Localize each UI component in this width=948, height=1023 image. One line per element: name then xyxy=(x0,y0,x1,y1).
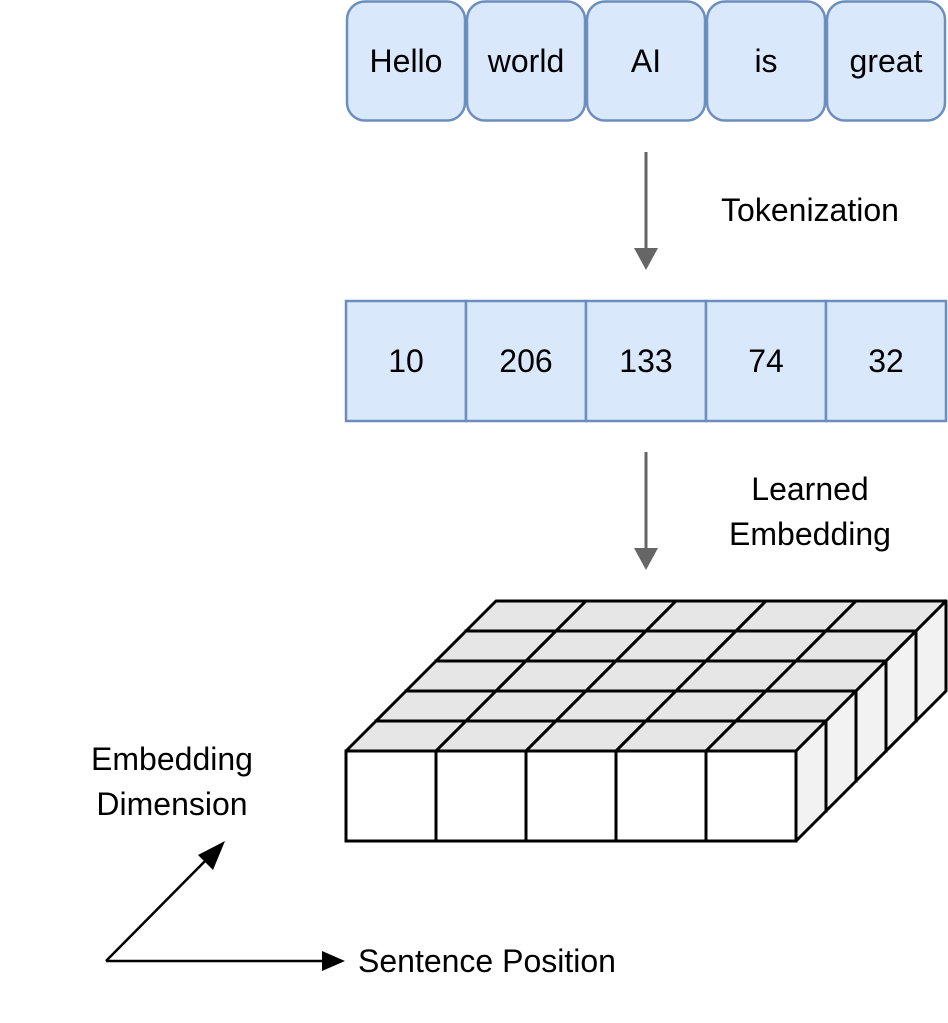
word-box: AI xyxy=(585,0,707,122)
token-id-box-shape xyxy=(824,299,948,423)
embedding-dimension-axis xyxy=(105,850,216,962)
embedding-cell xyxy=(704,719,828,843)
axis-indicator xyxy=(105,841,345,971)
embedding-label-line2: Embedding xyxy=(729,516,891,552)
token-id-label: 10 xyxy=(388,343,424,379)
embedding-dimension-label-line1: Embedding xyxy=(91,741,253,777)
sentence-position-label: Sentence Position xyxy=(358,943,616,979)
word-label: Hello xyxy=(370,43,443,79)
word-box: great xyxy=(825,0,947,122)
cell-front-face xyxy=(524,749,618,843)
cell-front-face xyxy=(614,749,708,843)
word-label: is xyxy=(754,43,777,79)
word-box-shape xyxy=(345,0,467,122)
token-id-box-shape xyxy=(584,299,708,423)
embedding-cell xyxy=(524,719,648,843)
embedding-arrow xyxy=(634,452,658,570)
embedding-dimension-label-line2: Dimension xyxy=(96,786,247,822)
embedding-arrowhead-icon xyxy=(634,548,658,570)
token-id-box-shape xyxy=(344,299,468,423)
word-box-shape xyxy=(585,0,707,122)
tokenization-label: Tokenization xyxy=(721,192,899,228)
token-id-box: 133 xyxy=(584,299,708,423)
embedding-cell xyxy=(344,719,468,843)
token-id-box: 10 xyxy=(344,299,468,423)
token-id-box: 74 xyxy=(704,299,828,423)
token-id-label: 206 xyxy=(499,343,552,379)
token-id-box: 32 xyxy=(824,299,948,423)
cell-front-face xyxy=(434,749,528,843)
word-box-shape xyxy=(705,0,827,122)
word-label: world xyxy=(487,43,564,79)
word-box: is xyxy=(705,0,827,122)
word-box: Hello xyxy=(345,0,467,122)
token-id-box: 206 xyxy=(464,299,588,423)
sentence-position-arrowhead-icon xyxy=(322,951,345,971)
word-box: world xyxy=(465,0,587,122)
word-row: Hello world AI is great xyxy=(345,0,947,122)
tokenization-arrow xyxy=(634,152,658,270)
embedding-tensor xyxy=(344,599,948,843)
tokenization-arrowhead-icon xyxy=(634,248,658,270)
token-id-box-shape xyxy=(464,299,588,423)
embedding-label-line1: Learned xyxy=(751,471,868,507)
token-id-label: 32 xyxy=(868,343,904,379)
embedding-cell xyxy=(614,719,738,843)
word-label: AI xyxy=(631,43,661,79)
cell-front-face xyxy=(344,749,438,843)
word-box-shape xyxy=(465,0,587,122)
word-label: great xyxy=(850,43,923,79)
word-box-shape xyxy=(825,0,947,122)
embedding-dimension-arrowhead-icon xyxy=(198,841,225,870)
token-id-label: 133 xyxy=(619,343,672,379)
cell-front-face xyxy=(704,749,798,843)
token-id-label: 74 xyxy=(748,343,784,379)
token-id-row: 10 206 133 74 32 xyxy=(344,299,948,423)
